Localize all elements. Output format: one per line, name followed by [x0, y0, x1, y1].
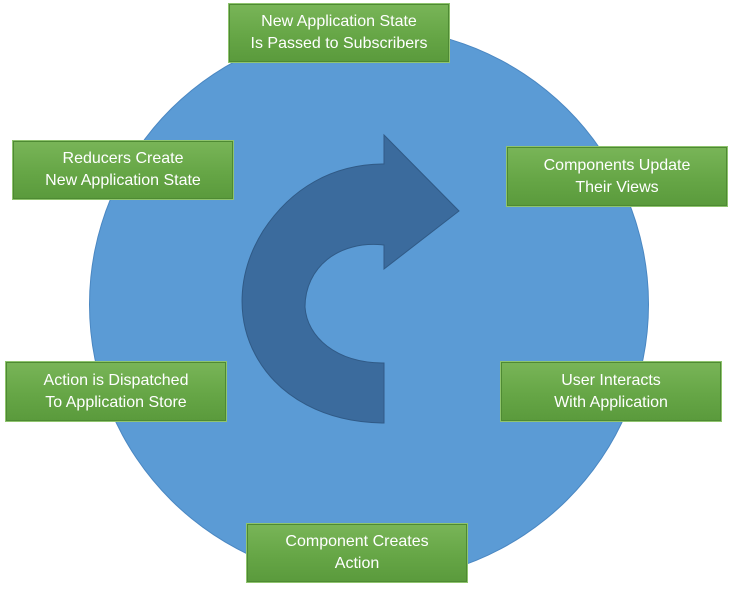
- step-label: New Application State Is Passed to Subsc…: [250, 13, 428, 52]
- step-label: Reducers Create New Application State: [45, 150, 201, 189]
- step-components-update: Components Update Their Views: [506, 146, 728, 207]
- step-label: Components Update Their Views: [543, 156, 691, 196]
- step-user-interacts: User Interacts With Application: [500, 361, 722, 422]
- step-new-state-passed: New Application State Is Passed to Subsc…: [228, 3, 450, 63]
- step-label: Action is Dispatched To Application Stor…: [43, 371, 189, 411]
- step-label: User Interacts With Application: [554, 371, 668, 411]
- step-component-creates-action: Component Creates Action: [246, 523, 468, 583]
- step-label: Component Creates Action: [285, 533, 429, 572]
- curved-arrow: [241, 133, 460, 424]
- cycle-circle: [89, 27, 649, 582]
- step-reducers-create: Reducers Create New Application State: [12, 140, 234, 200]
- step-action-dispatched: Action is Dispatched To Application Stor…: [5, 361, 227, 422]
